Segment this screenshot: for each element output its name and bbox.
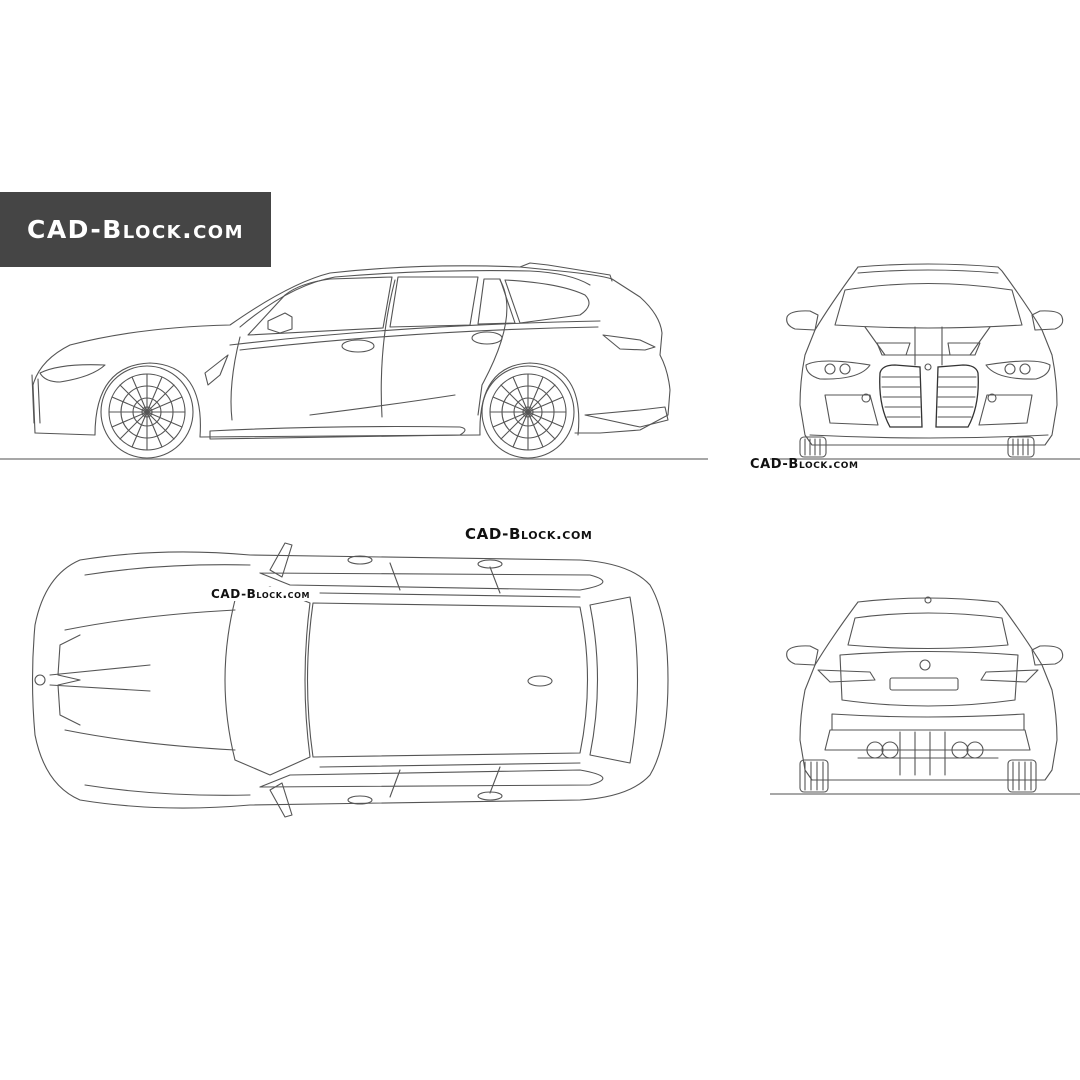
front-view-drawing	[770, 255, 1080, 470]
watermark-front-view: CAD-Block.com	[750, 457, 859, 472]
rear-view-drawing	[770, 590, 1080, 805]
top-view-drawing	[20, 535, 680, 825]
watermark-above-top-view: CAD-Block.com	[465, 525, 593, 543]
watermark-top-view: CAD-Block.com	[209, 587, 313, 601]
side-rear-wheel	[482, 366, 574, 458]
rear-right-tire	[1008, 760, 1036, 792]
site-logo-text: CAD-Block.com	[26, 215, 245, 244]
side-body-outline	[32, 263, 670, 439]
front-body-outline	[787, 264, 1063, 445]
side-view-drawing	[0, 255, 710, 470]
front-right-tire	[1008, 437, 1034, 457]
rear-body-outline	[787, 597, 1063, 780]
rear-left-tire	[800, 760, 828, 792]
side-front-wheel	[101, 366, 193, 458]
front-left-tire	[800, 437, 826, 457]
top-body-outline	[33, 543, 669, 817]
site-logo-banner: CAD-Block.com	[0, 192, 271, 267]
